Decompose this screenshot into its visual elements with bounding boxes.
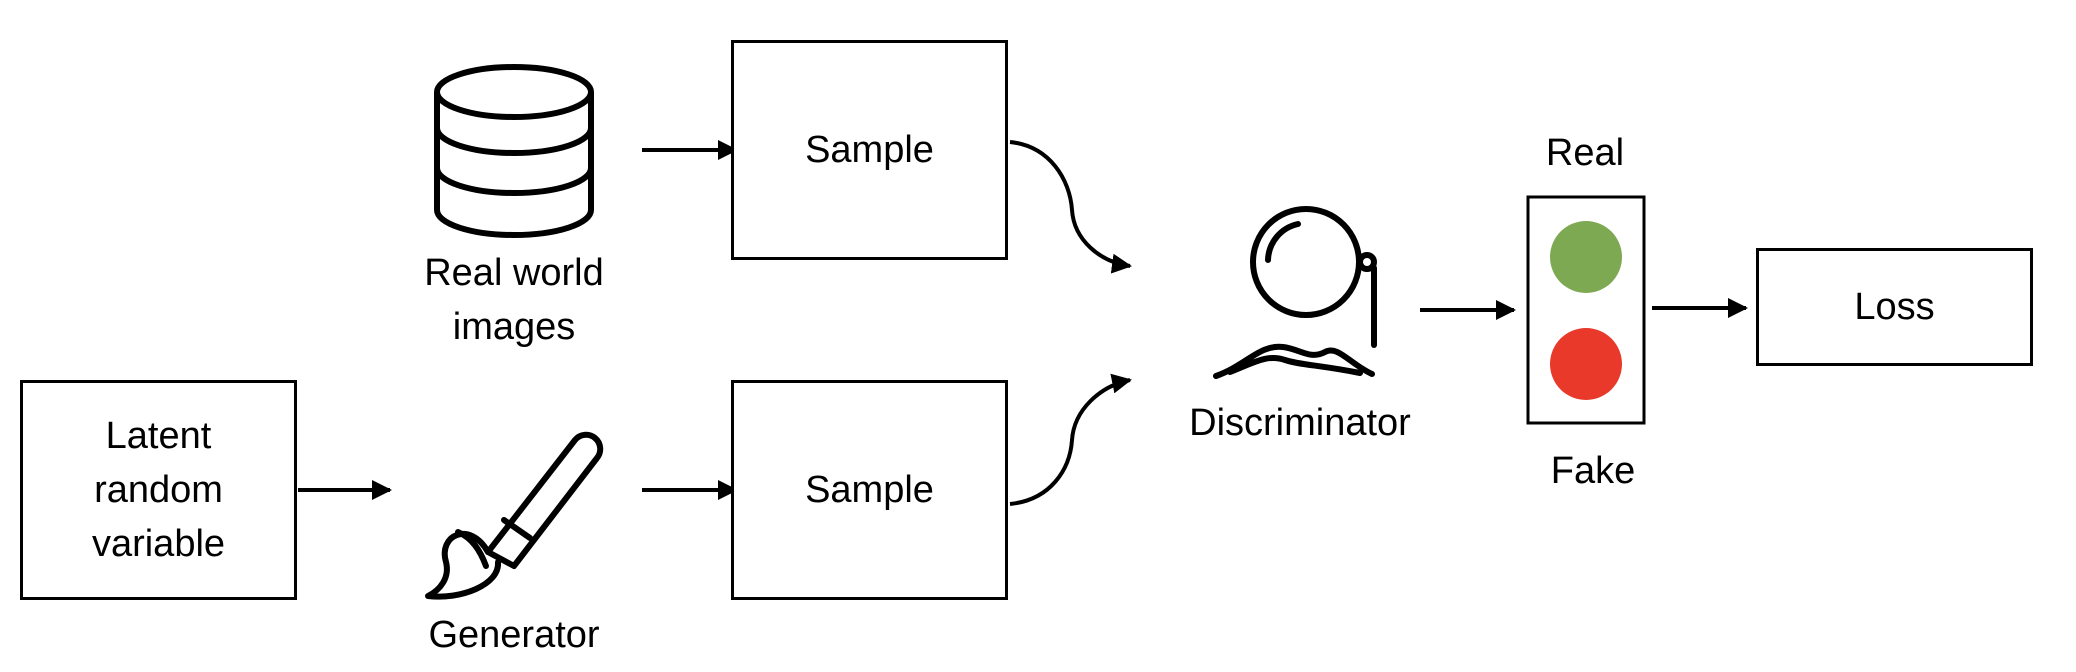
latent-random-variable-label: Latent random variable	[91, 415, 226, 565]
curve-bottom-sample-to-discriminator	[1009, 373, 1132, 506]
fake-light	[1550, 328, 1622, 400]
latent-random-variable-box: Latent random variable	[20, 380, 297, 600]
sample-bottom-box: Sample	[731, 380, 1008, 600]
fake-label: Fake	[1550, 450, 1636, 492]
loss-box: Loss	[1756, 248, 2033, 366]
real-light	[1550, 221, 1622, 293]
database-icon	[434, 64, 594, 238]
loss-label: Loss	[1854, 286, 1935, 328]
sample-top-box: Sample	[731, 40, 1008, 260]
generator-label: Generator	[428, 614, 600, 656]
real-label: Real	[1545, 132, 1625, 174]
paintbrush-icon	[425, 431, 604, 600]
sample-top-label: Sample	[805, 129, 934, 171]
sample-bottom-label: Sample	[805, 469, 934, 511]
discriminator-label: Discriminator	[1189, 402, 1411, 444]
curve-top-sample-to-discriminator	[1009, 140, 1132, 274]
real-world-images-label: Real world images	[424, 252, 604, 348]
monocle-icon	[1213, 206, 1377, 379]
